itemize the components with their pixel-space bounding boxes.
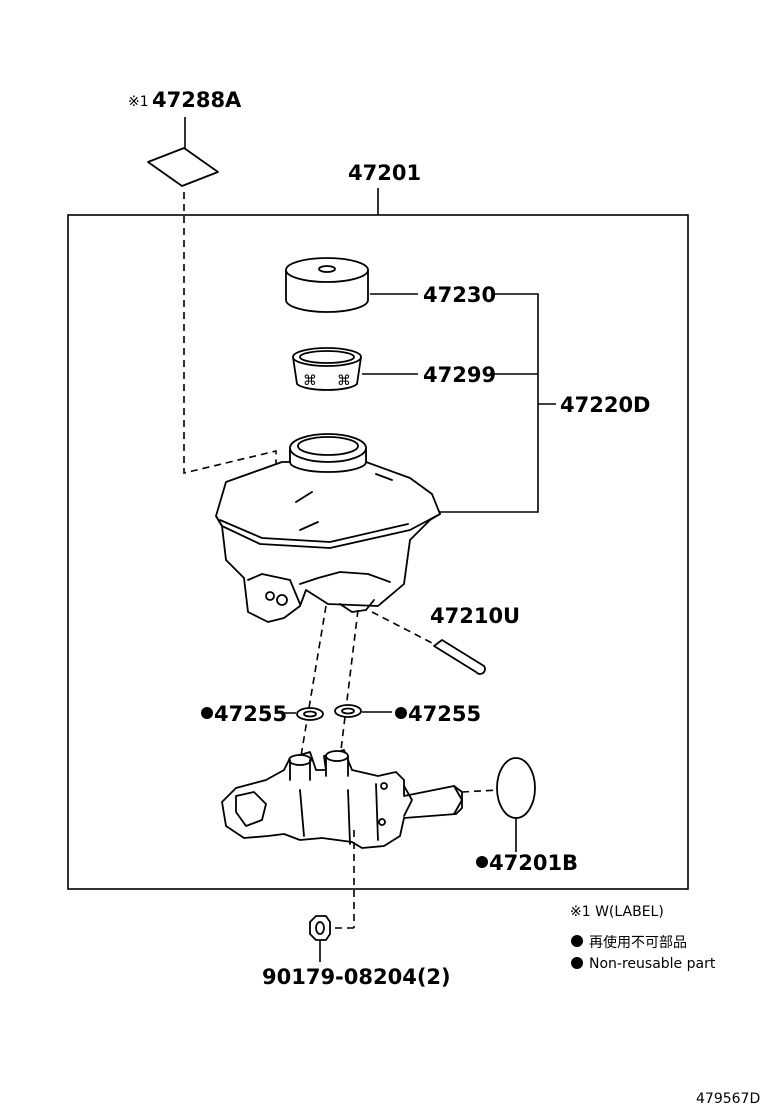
legend-note: ※1 W(LABEL) xyxy=(570,904,664,920)
diagram-code: 479567D xyxy=(696,1091,760,1107)
label-47255-left: 47255 xyxy=(214,702,287,726)
pin-part xyxy=(433,639,486,675)
label-47210u: 47210U xyxy=(430,604,520,628)
reservoir-part xyxy=(215,433,441,623)
non-reusable-marker-icon xyxy=(201,707,213,719)
non-reusable-marker-icon xyxy=(571,935,583,947)
label-47220d: 47220D xyxy=(560,393,651,417)
label-47288a: 47288A xyxy=(152,88,242,112)
o-ring-part xyxy=(496,757,536,819)
label-sticker-part xyxy=(147,147,219,187)
master-cylinder-part xyxy=(221,749,463,849)
label-47299: 47299 xyxy=(423,363,496,387)
svg-text:⌘: ⌘ xyxy=(337,373,351,389)
reservoir-cap-part xyxy=(285,257,369,313)
svg-text:⌘: ⌘ xyxy=(303,373,317,389)
non-reusable-marker-icon xyxy=(476,856,488,868)
label-47201b: 47201B xyxy=(489,851,578,875)
label-47230: 47230 xyxy=(423,283,496,307)
label-47255-right: 47255 xyxy=(408,702,481,726)
label-47288a-mark: ※1 xyxy=(128,94,149,110)
label-47201: 47201 xyxy=(348,161,421,185)
non-reusable-marker-icon xyxy=(395,707,407,719)
strainer-part: ⌘ ⌘ xyxy=(292,347,362,391)
grommet-left-part xyxy=(296,707,324,721)
non-reusable-marker-icon xyxy=(571,957,583,969)
label-90179-08204: 90179-08204(2) xyxy=(262,965,451,989)
grommet-right-part xyxy=(334,704,362,718)
nut-part xyxy=(309,915,331,941)
legend-item-en: Non-reusable part xyxy=(589,956,716,972)
legend-item-jp: 再使用不可部品 xyxy=(589,934,687,951)
